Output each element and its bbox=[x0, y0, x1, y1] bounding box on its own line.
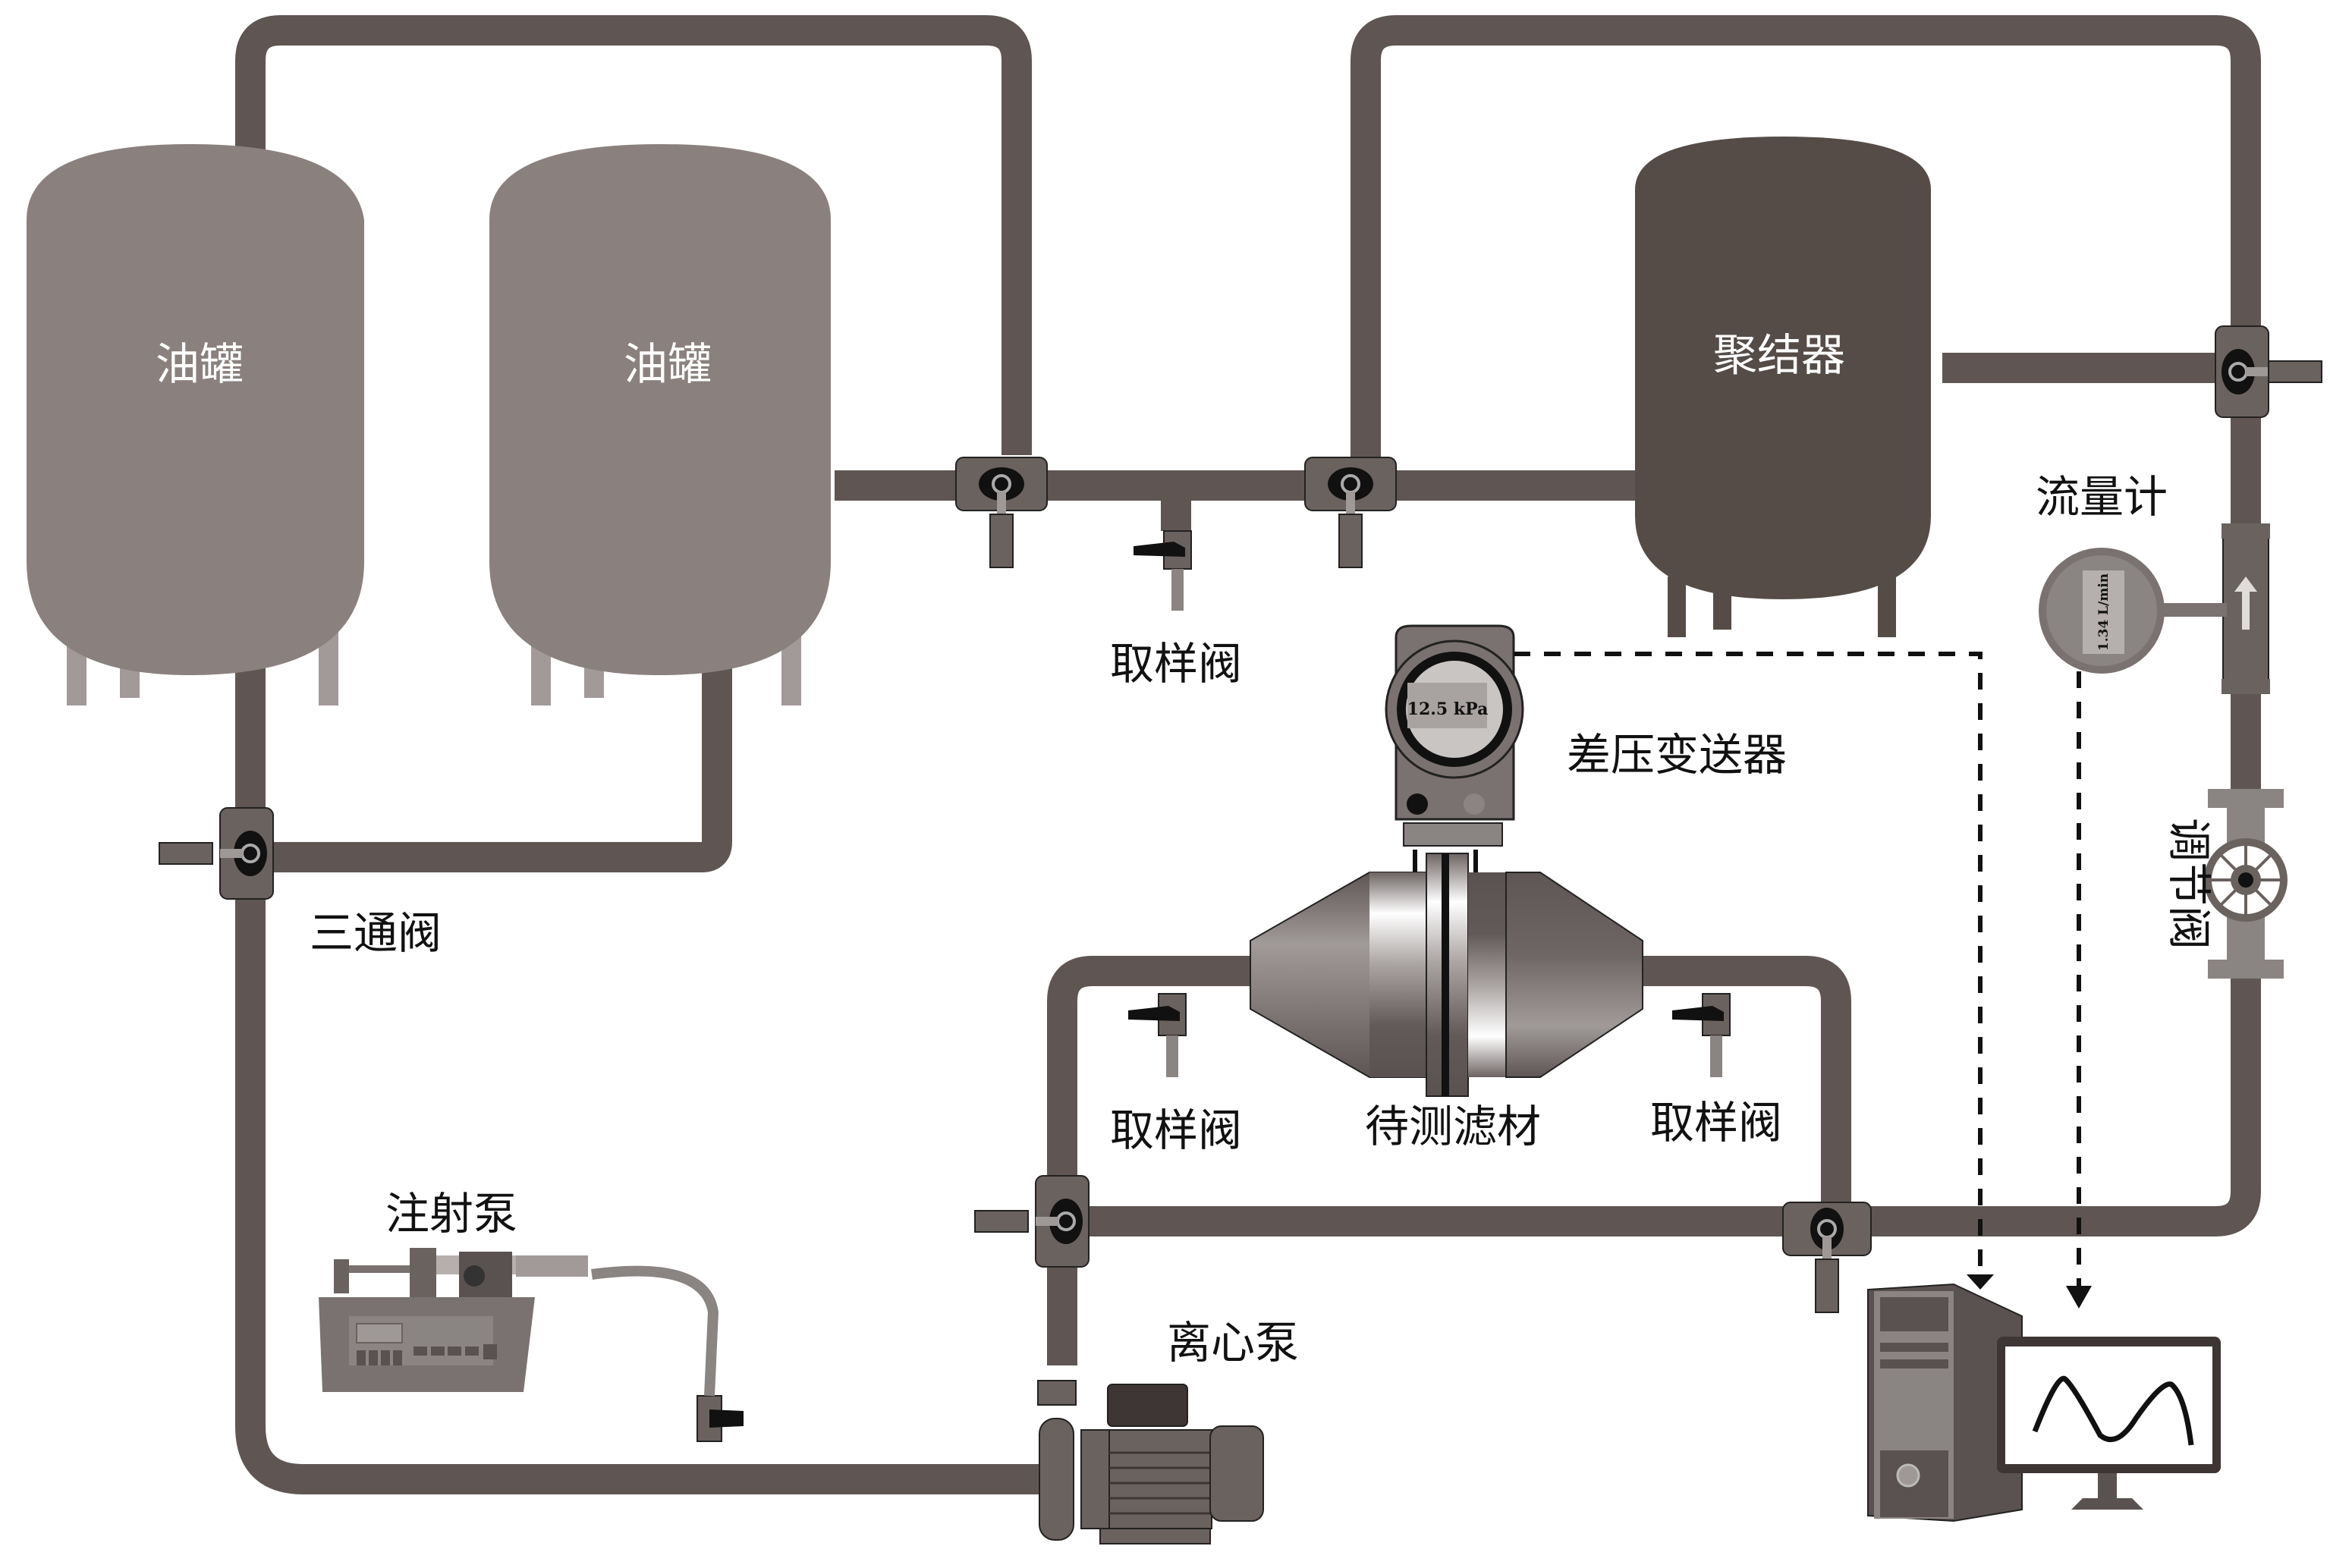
flowmeter-reading: 1.34 L/min bbox=[2096, 573, 2111, 651]
ball-valve-1[interactable] bbox=[955, 457, 1048, 568]
valve-handle[interactable] bbox=[989, 514, 1014, 568]
dp-transmitter-label: 差压变送器 bbox=[1567, 729, 1787, 781]
oil-tank-1[interactable]: 油罐 bbox=[27, 144, 364, 705]
test-filter-housing[interactable] bbox=[1250, 850, 1643, 1097]
three-way-valve-label: 三通阀 bbox=[310, 907, 442, 959]
valve-handle[interactable] bbox=[159, 842, 213, 865]
pipe-tank1-bottom bbox=[235, 668, 1062, 1494]
pump-button[interactable] bbox=[393, 1350, 402, 1365]
test-filter-label: 待测滤材 bbox=[1365, 1101, 1541, 1152]
oil-tank-1-label: 油罐 bbox=[156, 338, 244, 390]
oil-tank-2[interactable]: 油罐 bbox=[489, 144, 831, 705]
flow-arrow-icon bbox=[2234, 577, 2257, 630]
tank-body bbox=[489, 144, 831, 675]
arrow-head-icon bbox=[1967, 1274, 1994, 1290]
filter-cone-right bbox=[1505, 872, 1643, 1078]
transmitter-button[interactable] bbox=[1464, 793, 1485, 815]
three-way-valve[interactable] bbox=[159, 807, 274, 900]
pump-button[interactable] bbox=[431, 1346, 445, 1356]
waveform-icon bbox=[2032, 1375, 2194, 1446]
signal-lines bbox=[1514, 652, 2081, 1297]
centrifugal-pump-label: 离心泵 bbox=[1167, 1317, 1299, 1368]
pump-button[interactable] bbox=[357, 1350, 366, 1365]
monitor-screen bbox=[2005, 1346, 2212, 1464]
coalescer-label: 聚结器 bbox=[1713, 329, 1845, 381]
filter-cylinder-left bbox=[1369, 872, 1426, 1077]
sampling-valve-right[interactable] bbox=[1672, 993, 1731, 1077]
computer[interactable] bbox=[1867, 1283, 2221, 1522]
pump-button[interactable] bbox=[413, 1346, 427, 1356]
coalescer-body bbox=[1635, 137, 1931, 599]
sampling-valve-left[interactable] bbox=[1128, 993, 1187, 1077]
dp-reading: 12.5 kPa bbox=[1407, 699, 1489, 719]
pipe-tank2-bottom bbox=[250, 660, 732, 872]
coalescer[interactable]: 聚结器 bbox=[1635, 137, 1931, 637]
tank-body bbox=[27, 144, 364, 675]
flowmeter[interactable]: 1.34 L/min bbox=[2039, 523, 2270, 694]
coalescer-leg bbox=[1878, 577, 1896, 637]
ball-valve-5[interactable] bbox=[1782, 1202, 1872, 1313]
valve-handle[interactable] bbox=[1338, 514, 1363, 568]
pipe-tank1-top bbox=[235, 15, 1032, 455]
power-button[interactable] bbox=[1896, 1463, 1920, 1488]
pipe-filter-loop-right bbox=[1639, 956, 1851, 1214]
filter-media bbox=[1442, 853, 1449, 1096]
pump-button[interactable] bbox=[369, 1350, 378, 1365]
ball-valve-3[interactable] bbox=[2215, 325, 2322, 418]
pump-display bbox=[356, 1323, 403, 1343]
pipe-filter-loop bbox=[1047, 956, 1252, 1365]
pump-button[interactable] bbox=[448, 1346, 461, 1356]
valve-handle[interactable] bbox=[2268, 360, 2322, 383]
syringe-pump[interactable] bbox=[319, 1248, 719, 1397]
sampling-valve-left-label: 取样阀 bbox=[1110, 1105, 1242, 1156]
transmitter-button[interactable] bbox=[1407, 793, 1428, 815]
dp-transmitter[interactable]: 12.5 kPa bbox=[1385, 624, 1524, 847]
sampling-valve-syringe[interactable] bbox=[696, 1395, 744, 1442]
syringe-tube bbox=[591, 1265, 719, 1397]
ball-valve-2[interactable] bbox=[1304, 457, 1397, 568]
oil-tank-2-label: 油罐 bbox=[624, 338, 712, 390]
pump-button[interactable] bbox=[381, 1350, 390, 1365]
flowmeter-label: 流量计 bbox=[2036, 471, 2168, 523]
centrifugal-pump[interactable] bbox=[1037, 1380, 1264, 1544]
handwheel-hub[interactable] bbox=[2238, 872, 2253, 888]
sampling-valve-right-label: 取样阀 bbox=[1650, 1097, 1782, 1149]
syringe-pump-label: 注射泵 bbox=[385, 1188, 517, 1240]
pipe-top-right-loop bbox=[1351, 15, 2261, 1236]
sampling-valve-top-label: 取样阀 bbox=[1110, 638, 1242, 690]
regulating-valve[interactable] bbox=[2204, 789, 2288, 979]
valve-handle[interactable] bbox=[974, 1210, 1029, 1233]
sampling-valve-top[interactable] bbox=[1134, 530, 1192, 611]
valve-handle[interactable] bbox=[1815, 1258, 1839, 1313]
filter-cylinder-right bbox=[1468, 872, 1506, 1077]
regulating-valve-label: 调节阀 bbox=[2163, 818, 2215, 950]
ball-valve-4[interactable] bbox=[974, 1175, 1090, 1268]
pump-button[interactable] bbox=[465, 1346, 479, 1356]
coalescer-leg bbox=[1668, 577, 1686, 637]
arrow-head-icon bbox=[2066, 1286, 2092, 1309]
pump-button[interactable] bbox=[483, 1344, 497, 1359]
dp-signal-line bbox=[1514, 652, 1983, 1274]
